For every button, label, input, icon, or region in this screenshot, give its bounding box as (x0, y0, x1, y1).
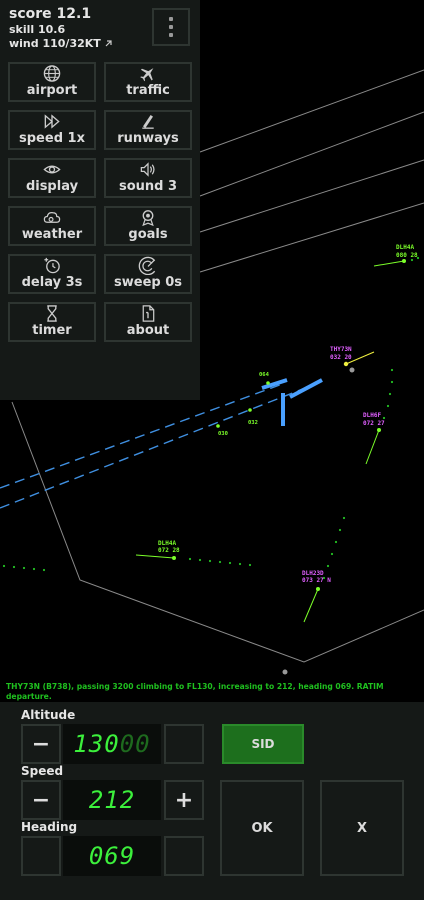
sound-button[interactable]: sound 3 (104, 158, 192, 198)
fix-marker (266, 381, 270, 385)
aircraft-data: 032 20 (330, 354, 352, 361)
fix-marker (216, 424, 220, 428)
speed-label: Speed (21, 764, 64, 778)
aircraft-callsign: THY73N (330, 346, 352, 353)
sweep-button[interactable]: sweep 0s (104, 254, 192, 294)
aircraft-data: 072 28 (158, 547, 180, 554)
weather-button-label: weather (21, 227, 83, 242)
runways-button-label: runways (117, 131, 179, 146)
aircraft-target[interactable]: DLH4A 072 28 (135, 540, 180, 560)
ok-button[interactable]: OK (220, 780, 304, 876)
fix-marker (248, 408, 252, 412)
aircraft-callsign: DLH4A (396, 244, 414, 251)
altitude-increase-button[interactable] (164, 724, 204, 764)
traffic-button-label: traffic (126, 83, 170, 98)
airport-button[interactable]: airport (8, 62, 96, 102)
radar-sweep-icon (138, 256, 156, 275)
message-log: THY73N (B738), passing 3200 climbing to … (6, 682, 384, 701)
aircraft-data: 072 27 (363, 420, 385, 427)
traffic-button[interactable]: traffic (104, 62, 192, 102)
goals-button-label: goals (128, 227, 168, 242)
runways-button[interactable]: runways (104, 110, 192, 150)
aircraft-data: 073 27 N (302, 577, 331, 584)
heading-left-button[interactable] (21, 836, 61, 876)
runways (261, 378, 323, 426)
delay-button-label: delay 3s (21, 275, 83, 290)
fix-label: 064 (259, 372, 270, 378)
altitude-label: Altitude (21, 708, 76, 722)
heading-display: 069 (63, 836, 161, 876)
aircraft-callsign: DLH4A (158, 540, 176, 547)
document-icon (142, 305, 155, 322)
display-button[interactable]: display (8, 158, 96, 198)
kebab-dot (169, 25, 173, 29)
aircraft-callsign: DLH23D (302, 570, 324, 577)
cloud-icon (43, 211, 61, 223)
speaker-icon (140, 162, 155, 177)
heading-right-button[interactable] (164, 836, 204, 876)
medal-icon (142, 210, 154, 227)
sweep-button-label: sweep 0s (114, 275, 182, 290)
about-button[interactable]: about (104, 302, 192, 342)
aircraft-trails (2, 256, 420, 580)
speed-display: 212 (63, 780, 161, 820)
runway-icon (142, 115, 154, 129)
aircraft-target-selected[interactable]: THY73N 032 20 (330, 346, 375, 367)
score-readout: score 12.1 (9, 6, 92, 22)
aircraft-target[interactable]: DLH4A 080 28 (373, 244, 418, 267)
aircraft-callsign: DLH6F (363, 412, 381, 419)
skill-readout: skill 10.6 (9, 23, 66, 36)
timer-plus-icon (44, 257, 60, 274)
display-button-label: display (25, 179, 79, 194)
altitude-value: 130 (73, 730, 120, 758)
hourglass-icon (47, 305, 57, 322)
delay-button[interactable]: delay 3s (8, 254, 96, 294)
overflow-menu-button[interactable] (152, 8, 190, 46)
heading-label: Heading (21, 820, 78, 834)
wind-direction-icon (105, 40, 112, 47)
approach-centerlines (0, 382, 319, 509)
sid-button[interactable]: SID (222, 724, 304, 764)
airplane-icon (140, 68, 154, 82)
aircraft-target[interactable]: DLH23D 073 27 N (302, 570, 331, 623)
wind-readout[interactable]: wind 110/32KT (9, 37, 113, 50)
timer-button[interactable]: timer (8, 302, 96, 342)
sector-boundaries (11, 69, 424, 663)
fix-label: 030 (218, 431, 228, 437)
fast-forward-icon (44, 114, 60, 129)
eye-icon (43, 165, 61, 174)
kebab-dot (169, 17, 173, 21)
globe-icon (43, 65, 61, 82)
radar-scope[interactable]: 064 032 030 DLH4A 080 28 THY73N 032 20 D… (0, 0, 424, 700)
speed-button[interactable]: speed 1x (8, 110, 96, 150)
waypoint-marker (282, 669, 288, 675)
altitude-value-dim: 00 (119, 730, 151, 758)
sound-button-label: sound 3 (118, 179, 178, 194)
aircraft-target[interactable]: DLH6F 072 27 (363, 412, 385, 465)
fix-label: 032 (248, 420, 258, 426)
about-button-label: about (126, 323, 170, 338)
weather-button[interactable]: weather (8, 206, 96, 246)
altitude-decrease-button[interactable]: − (21, 724, 61, 764)
kebab-dot (169, 33, 173, 37)
menu-panel: score 12.1 skill 10.6 wind 110/32KT airp… (0, 0, 200, 400)
timer-button-label: timer (32, 323, 72, 338)
cancel-button[interactable]: X (320, 780, 404, 876)
speed-increase-button[interactable]: + (164, 780, 204, 820)
speed-decrease-button[interactable]: − (21, 780, 61, 820)
aircraft-data: 080 28 (396, 252, 418, 259)
waypoint-marker (349, 367, 355, 373)
wind-text: wind 110/32KT (9, 37, 101, 50)
airport-button-label: airport (26, 83, 78, 98)
goals-button[interactable]: goals (104, 206, 192, 246)
speed-button-label: speed 1x (19, 131, 85, 146)
